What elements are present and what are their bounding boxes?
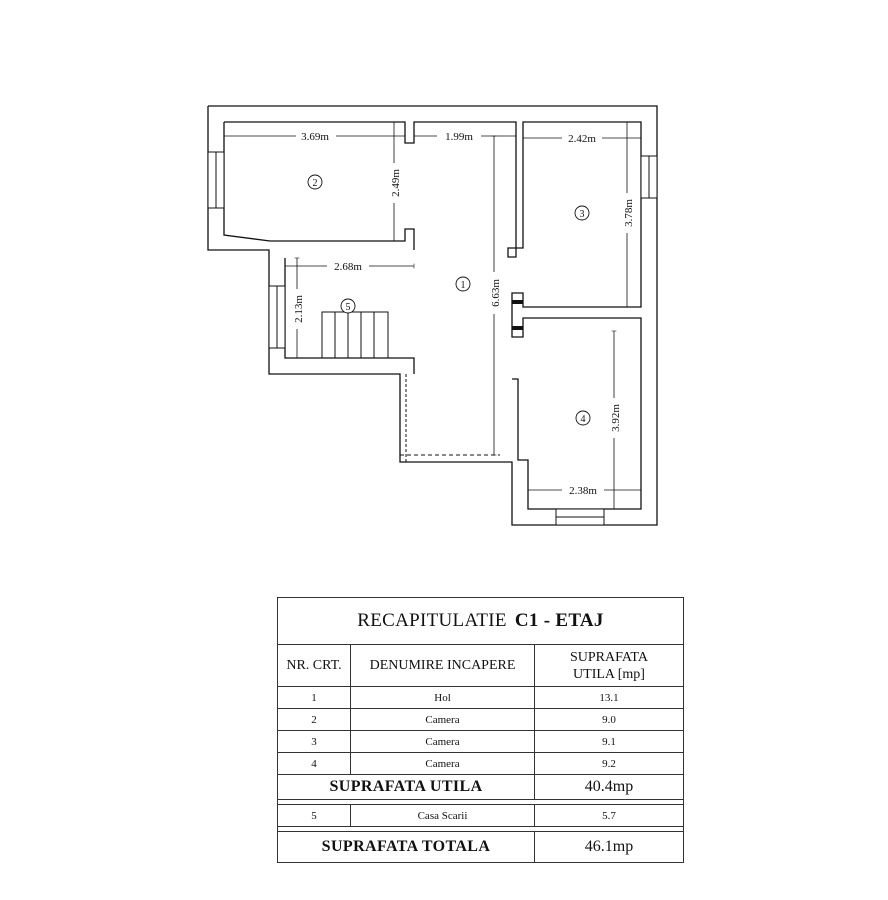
dimension-labels: 3.69m 2.49m 1.99m 6.63m 2.42m 3.78m 2.68…: [291, 129, 635, 497]
stair-nr: 5: [277, 804, 351, 827]
recap-table: RECAPITULATIE C1 - ETAJ NR. CRT. DENUMIRE…: [277, 597, 684, 863]
header-name: DENUMIRE INCAPERE: [350, 644, 535, 687]
dim-room2-height: 2.49m: [390, 169, 402, 197]
room-5-label: 5: [346, 302, 351, 313]
room-numbers: 1 2 3 4 5: [313, 178, 586, 425]
staircase: [321, 311, 500, 463]
header-nr: NR. CRT.: [277, 644, 351, 687]
room-4-label: 4: [581, 414, 586, 425]
dim-hall-length: 6.63m: [490, 279, 502, 307]
row-area: 9.0: [534, 708, 684, 731]
dim-room4-width: 2.38m: [569, 485, 597, 497]
recap-title-row: RECAPITULATIE C1 - ETAJ: [277, 597, 684, 645]
useful-area-value: 40.4mp: [534, 774, 684, 800]
row-area: 13.1: [534, 686, 684, 709]
row-name: Hol: [350, 686, 535, 709]
dimension-lines: [223, 121, 642, 510]
total-area-label: SUPRAFATA TOTALA: [277, 831, 535, 863]
floor-plan: 3.69m 2.49m 1.99m 6.63m 2.42m 3.78m 2.68…: [207, 105, 658, 526]
table-row: 3 Camera 9.1: [277, 730, 684, 753]
row-nr: 2: [277, 708, 351, 731]
useful-area-label: SUPRAFATA UTILA: [277, 774, 535, 800]
stair-row: 5 Casa Scarii 5.7: [277, 804, 684, 827]
room-2-label: 2: [313, 178, 318, 189]
header-area: SUPRAFATA UTILA [mp]: [534, 644, 684, 687]
recap-title-code: C1 - ETAJ: [514, 610, 604, 631]
dim-room5-height: 2.13m: [293, 295, 305, 323]
room-1-label: 1: [461, 280, 466, 291]
header-area-line1: SUPRAFATA: [570, 649, 648, 665]
dim-room3-height: 3.78m: [623, 199, 635, 227]
room-3-label: 3: [580, 209, 585, 220]
header-area-line2: UTILA [mp]: [573, 666, 645, 682]
spacer-row: [277, 799, 684, 805]
dim-room4-height: 3.92m: [610, 404, 622, 432]
table-row: 1 Hol 13.1: [277, 686, 684, 709]
wall-fill: [512, 300, 523, 330]
dim-hall-width: 1.99m: [445, 131, 473, 143]
recap-title-prefix: RECAPITULATIE: [357, 610, 507, 631]
row-nr: 3: [277, 730, 351, 753]
recap-title: RECAPITULATIE C1 - ETAJ: [277, 597, 684, 645]
stair-area: 5.7: [534, 804, 684, 827]
table-row: 4 Camera 9.2: [277, 752, 684, 775]
spacer-row: [277, 826, 684, 832]
row-name: Camera: [350, 752, 535, 775]
row-area: 9.2: [534, 752, 684, 775]
recap-header-row: NR. CRT. DENUMIRE INCAPERE SUPRAFATA UTI…: [277, 644, 684, 687]
room-markers: [307, 174, 591, 426]
dim-room3-width: 2.42m: [568, 133, 596, 145]
useful-area-row: SUPRAFATA UTILA 40.4mp: [277, 774, 684, 800]
row-area: 9.1: [534, 730, 684, 753]
stair-name: Casa Scarii: [350, 804, 535, 827]
row-nr: 1: [277, 686, 351, 709]
table-row: 2 Camera 9.0: [277, 708, 684, 731]
dim-room5-width: 2.68m: [334, 261, 362, 273]
dim-room2-width: 3.69m: [301, 131, 329, 143]
total-area-value: 46.1mp: [534, 831, 684, 863]
total-area-row: SUPRAFATA TOTALA 46.1mp: [277, 831, 684, 863]
windows: [207, 151, 658, 526]
row-name: Camera: [350, 730, 535, 753]
row-nr: 4: [277, 752, 351, 775]
row-name: Camera: [350, 708, 535, 731]
